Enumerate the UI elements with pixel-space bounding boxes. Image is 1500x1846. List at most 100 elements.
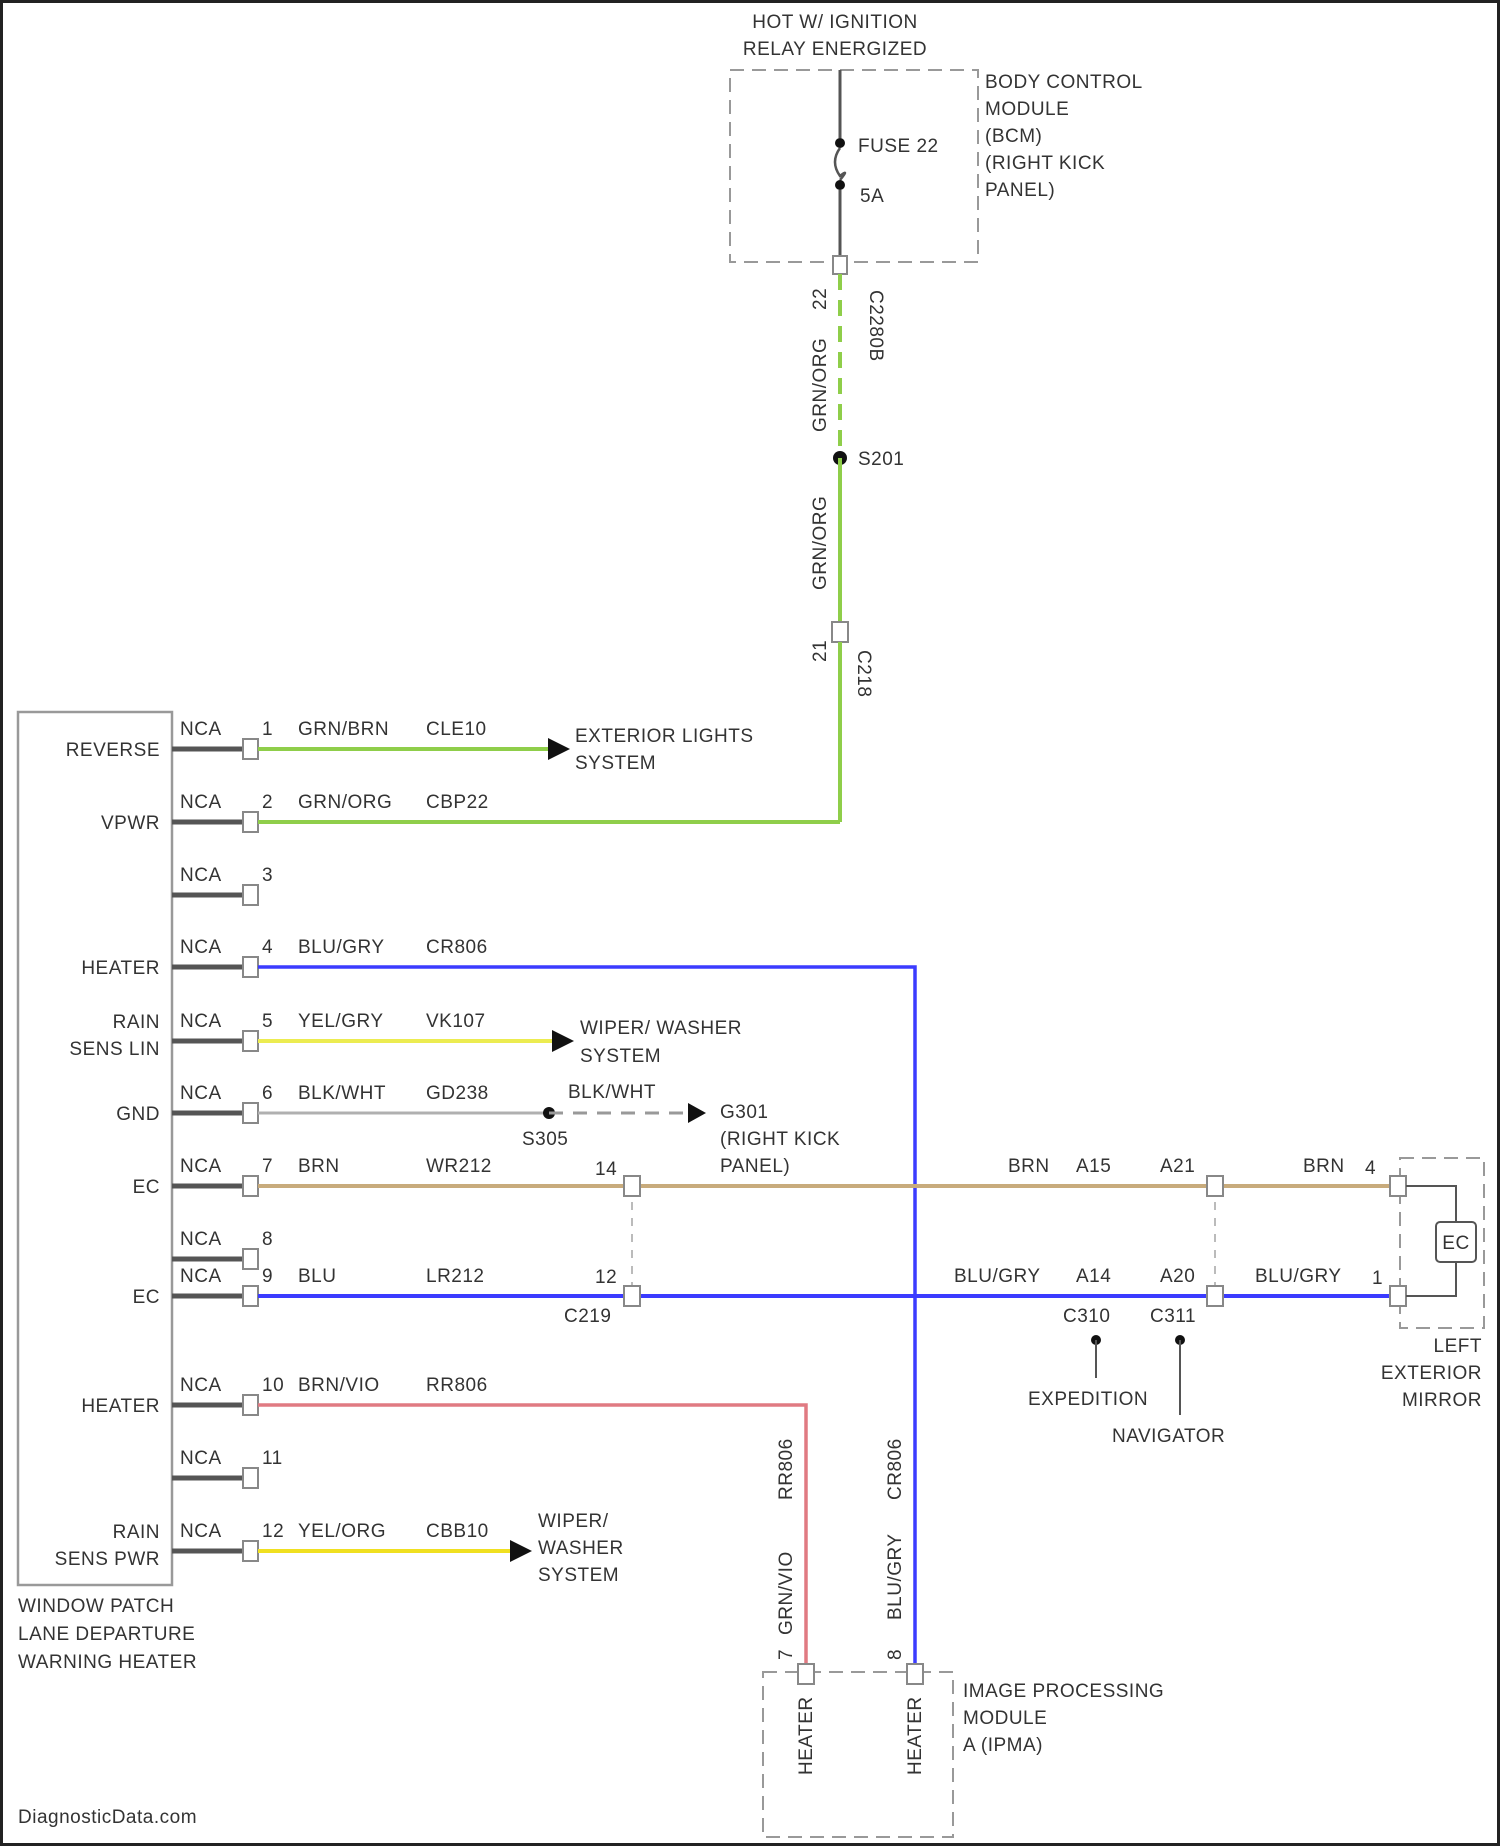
pin-circuit: CLE10 bbox=[426, 719, 487, 740]
pin-terminal bbox=[243, 1395, 258, 1415]
bcm-label-line5: PANEL) bbox=[985, 180, 1055, 201]
pin-wire-color: BLU bbox=[298, 1266, 336, 1287]
fuse-terminal-top bbox=[835, 138, 845, 148]
pin-wire-color: BLK/WHT bbox=[298, 1083, 386, 1104]
lane-departure-heater-module: WINDOW PATCH LANE DEPARTURE WARNING HEAT… bbox=[18, 712, 197, 1673]
module-name-line3: WARNING HEATER bbox=[18, 1652, 197, 1673]
ipma-pin7-terminal bbox=[798, 1664, 814, 1684]
power-header-line2: RELAY ENERGIZED bbox=[743, 39, 927, 60]
inline-connector-name: C218 bbox=[853, 650, 874, 697]
wire-top-color: GRN/ORG bbox=[810, 338, 831, 432]
wiper-washer-12-line2: WASHER bbox=[538, 1538, 624, 1559]
exterior-lights-line2: SYSTEM bbox=[575, 753, 656, 774]
pin-nca-label: NCA bbox=[180, 937, 222, 958]
arrow-exterior-lights-icon bbox=[548, 738, 570, 760]
pin-number: 1 bbox=[262, 719, 273, 740]
pin-terminal bbox=[243, 1541, 258, 1561]
pin-number: 10 bbox=[262, 1375, 284, 1396]
mirror-label-line1: LEFT bbox=[1434, 1336, 1482, 1357]
blu-pin-b: A20 bbox=[1160, 1266, 1195, 1287]
splice-s201-label: S201 bbox=[858, 449, 904, 470]
c311-brn-terminal bbox=[1207, 1176, 1223, 1196]
mirror-internal-top bbox=[1406, 1186, 1456, 1222]
pin-nca-label: NCA bbox=[180, 1375, 222, 1396]
pin-function-label: HEATER bbox=[81, 958, 160, 979]
bcm-label-line4: (RIGHT KICK bbox=[985, 153, 1105, 174]
pin-number: 9 bbox=[262, 1266, 273, 1287]
blu-color-end: BLU/GRY bbox=[1255, 1266, 1342, 1287]
fuse-name: FUSE 22 bbox=[858, 136, 939, 157]
pin-nca-label: NCA bbox=[180, 1448, 222, 1469]
pin-wire-color: BLU/GRY bbox=[298, 937, 385, 958]
pin-circuit: WR212 bbox=[426, 1156, 492, 1177]
pin-circuit: GD238 bbox=[426, 1083, 489, 1104]
mirror-internal-bottom bbox=[1406, 1262, 1456, 1296]
pin-nca-label: NCA bbox=[180, 865, 222, 886]
pin-nca-label: NCA bbox=[180, 1011, 222, 1032]
pin-terminal bbox=[243, 1286, 258, 1306]
bcm-connector: C2280B bbox=[865, 290, 886, 362]
brn-pin-a: A15 bbox=[1076, 1156, 1111, 1177]
pin-circuit: RR806 bbox=[426, 1375, 488, 1396]
pin-wire-color: BRN/VIO bbox=[298, 1375, 380, 1396]
ipma-section: GRN/VIO RR806 7 BLU/GRY CR806 8 HEATER H… bbox=[763, 1438, 1164, 1837]
fuse-terminal-bottom bbox=[835, 180, 845, 190]
ec-element-label: EC bbox=[1442, 1233, 1469, 1254]
bcm-label-line1: BODY CONTROL bbox=[985, 72, 1143, 93]
variant-b-label: NAVIGATOR bbox=[1112, 1426, 1225, 1447]
bcm-pin-number: 22 bbox=[810, 288, 831, 310]
ground-line3: PANEL) bbox=[720, 1156, 790, 1177]
c219-blu-terminal bbox=[624, 1286, 640, 1306]
ipma-name-line3: A (IPMA) bbox=[963, 1735, 1043, 1756]
pin-nca-label: NCA bbox=[180, 1229, 222, 1250]
pin-function-label: HEATER bbox=[81, 1396, 160, 1417]
c219-brn-terminal bbox=[624, 1176, 640, 1196]
c219-pin-brn: 14 bbox=[595, 1159, 617, 1180]
conn-a-label: C310 bbox=[1063, 1306, 1110, 1327]
mirror-label-line2: EXTERIOR bbox=[1381, 1363, 1482, 1384]
pin-function-label: EC bbox=[133, 1287, 160, 1308]
ipma-wire-right-pin: 8 bbox=[885, 1649, 906, 1660]
pin-function-label-line2: SENS PWR bbox=[55, 1549, 160, 1570]
module-box bbox=[18, 712, 172, 1585]
mirror-pin4-terminal bbox=[1390, 1176, 1406, 1196]
inline-pin: 21 bbox=[810, 640, 831, 662]
pin-terminal bbox=[243, 1176, 258, 1196]
bcm-label-line3: (BCM) bbox=[985, 126, 1042, 147]
ipma-wire-right-color: BLU/GRY bbox=[885, 1533, 906, 1620]
conn-b-label: C311 bbox=[1150, 1306, 1196, 1327]
wiper-washer-5-line1: WIPER/ WASHER bbox=[580, 1018, 742, 1039]
c219-pin-blu: 12 bbox=[595, 1267, 617, 1288]
wiper-washer-12-line3: SYSTEM bbox=[538, 1565, 619, 1586]
pin-circuit: CBP22 bbox=[426, 792, 489, 813]
blu-mirror-pin: 1 bbox=[1372, 1268, 1383, 1289]
mirror-pin1-terminal bbox=[1390, 1286, 1406, 1306]
pin-terminal bbox=[243, 812, 258, 832]
pin-number: 5 bbox=[262, 1011, 273, 1032]
brn-pin-b: A21 bbox=[1160, 1156, 1195, 1177]
pin-terminal bbox=[243, 1103, 258, 1123]
bcm-pin-terminal bbox=[833, 256, 847, 274]
c219-name: C219 bbox=[564, 1306, 611, 1327]
pin-terminal bbox=[243, 1468, 258, 1488]
brn-color-end: BRN bbox=[1303, 1156, 1345, 1177]
ground-line2: (RIGHT KICK bbox=[720, 1129, 840, 1150]
pin-nca-label: NCA bbox=[180, 792, 222, 813]
pin-wire-color: GRN/BRN bbox=[298, 719, 389, 740]
pin-terminal bbox=[243, 885, 258, 905]
pin-terminal bbox=[243, 1031, 258, 1051]
pin-circuit: VK107 bbox=[426, 1011, 486, 1032]
pin-terminal bbox=[243, 957, 258, 977]
mirror-label-line3: MIRROR bbox=[1402, 1390, 1482, 1411]
pin-function-label-line2: SENS LIN bbox=[69, 1039, 160, 1060]
module-name-line2: LANE DEPARTURE bbox=[18, 1624, 195, 1645]
module-name-line1: WINDOW PATCH bbox=[18, 1596, 174, 1617]
ipma-pin8-terminal bbox=[907, 1664, 923, 1684]
pin-nca-label: NCA bbox=[180, 719, 222, 740]
ipma-pin-right-label: HEATER bbox=[905, 1696, 926, 1775]
wiper-washer-5-line2: SYSTEM bbox=[580, 1046, 661, 1067]
ipma-wire-right-circuit: CR806 bbox=[885, 1438, 906, 1500]
power-section: HOT W/ IGNITION RELAY ENERGIZED FUSE 22 … bbox=[730, 12, 1143, 822]
pin-nca-label: NCA bbox=[180, 1521, 222, 1542]
